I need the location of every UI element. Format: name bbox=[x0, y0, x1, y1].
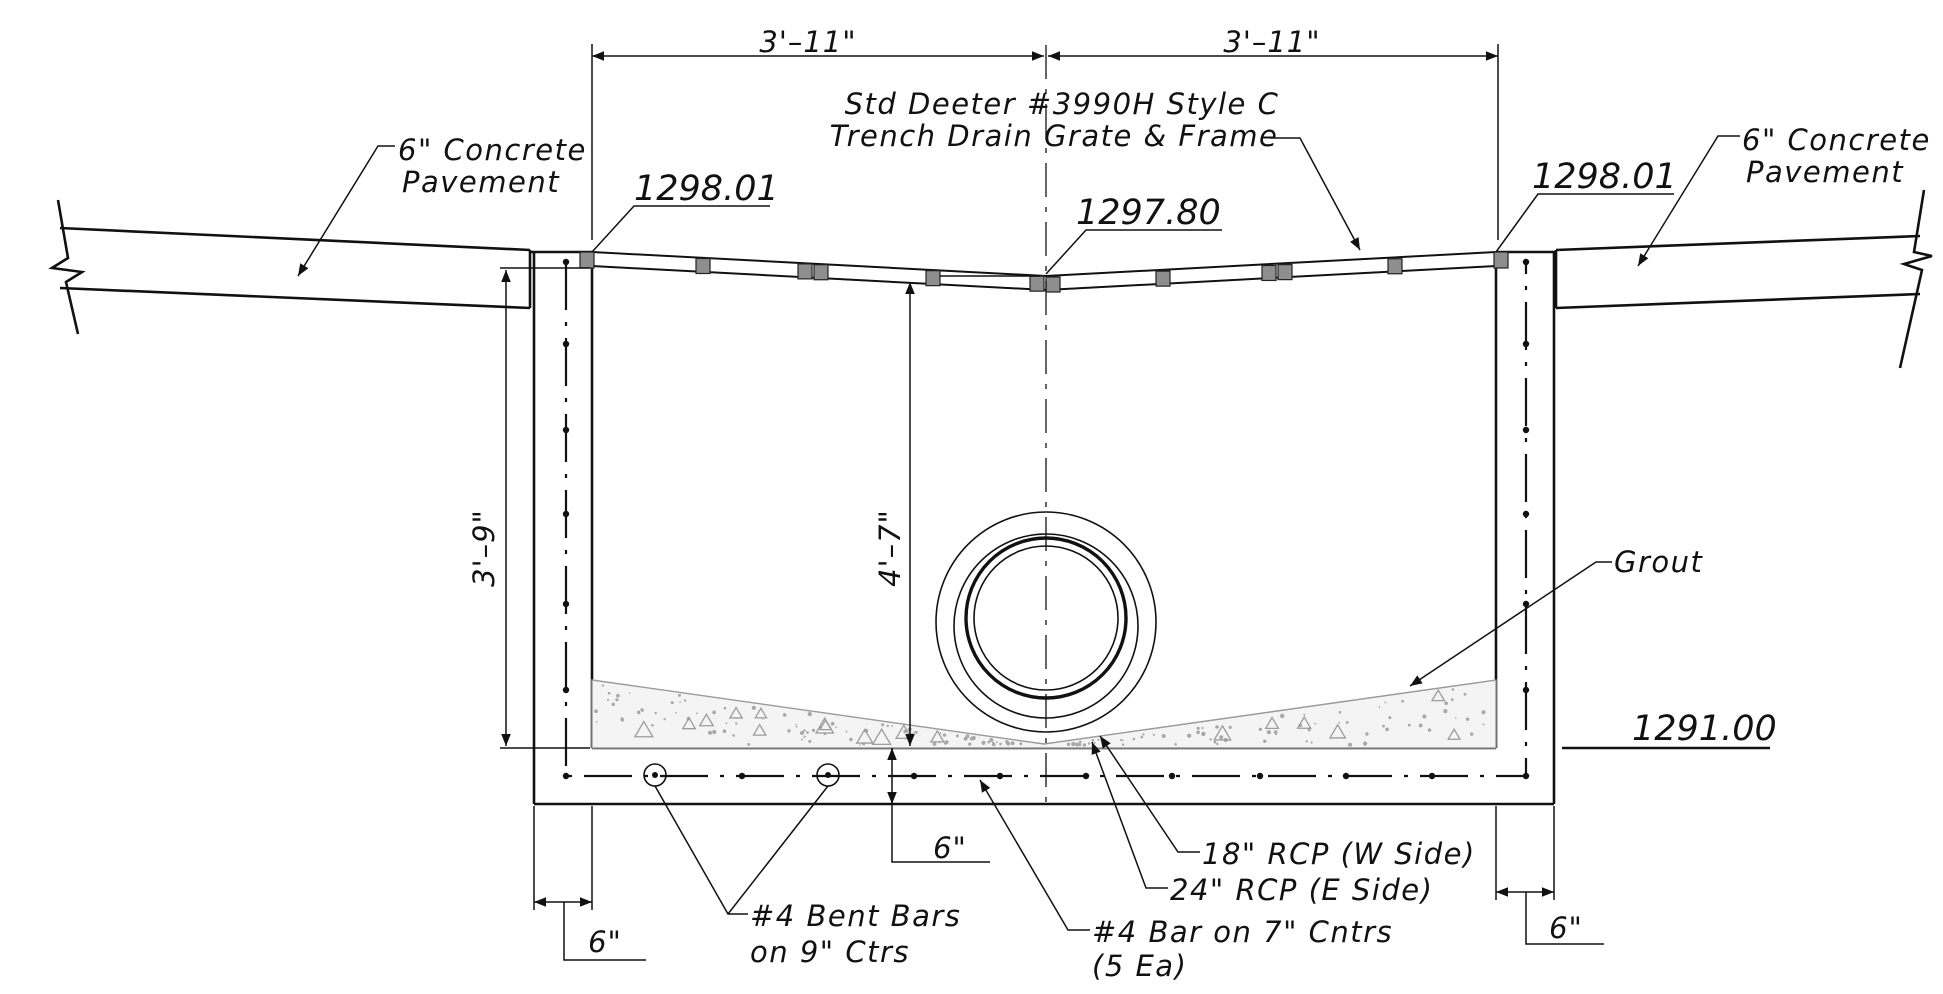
rebar-dot bbox=[562, 772, 570, 780]
pavement-right-line2: Pavement bbox=[1746, 155, 1904, 189]
rebar-dot bbox=[562, 686, 570, 694]
rebar-dot bbox=[1522, 340, 1530, 348]
elevation-bottom: 1291.00 bbox=[1632, 709, 1777, 749]
rebar-dot bbox=[562, 600, 570, 608]
rebar-dot bbox=[1522, 510, 1530, 518]
rebar-dot bbox=[562, 510, 570, 518]
grate-block bbox=[695, 257, 711, 275]
bar-note-line2: (5 Ea) bbox=[1092, 949, 1187, 983]
rebar-dot bbox=[996, 772, 1004, 780]
dimension-top-left-label: 3'–11" bbox=[759, 25, 856, 59]
pavement-left-line2: Pavement bbox=[402, 165, 560, 199]
dimension-wall-right bbox=[1495, 806, 1604, 945]
leader-pavement-right bbox=[1637, 135, 1740, 267]
leader-elev-right bbox=[1495, 193, 1674, 253]
rebar-dot bbox=[1168, 772, 1176, 780]
dimension-wall-height bbox=[500, 267, 590, 749]
pavement-left-line1: 6" Concrete bbox=[398, 133, 587, 167]
grout-label: Grout bbox=[1614, 545, 1704, 579]
rebar-dot bbox=[1522, 600, 1530, 608]
leader-bar-7in bbox=[979, 779, 1090, 931]
dimension-wall-left bbox=[533, 806, 646, 961]
elevation-center: 1297.80 bbox=[1076, 193, 1221, 233]
leader-grout bbox=[1409, 561, 1612, 687]
break-line-right bbox=[1898, 189, 1933, 369]
rebar-dot bbox=[1256, 772, 1264, 780]
grout-bed bbox=[591, 679, 1497, 749]
bent-bars-line1: #4 Bent Bars bbox=[750, 899, 961, 933]
rebar-dot bbox=[562, 258, 570, 266]
grate-block bbox=[1045, 276, 1061, 293]
rebar-dot bbox=[1522, 258, 1530, 266]
rebar-dot bbox=[738, 772, 746, 780]
rebar-dot bbox=[1522, 772, 1530, 780]
grate-block bbox=[1277, 264, 1293, 281]
grate-block bbox=[797, 263, 813, 280]
grate-block bbox=[813, 264, 829, 281]
grate-note-line1: Std Deeter #3990H Style C bbox=[845, 87, 1280, 121]
rebar-dot bbox=[562, 340, 570, 348]
rebar-dot bbox=[910, 772, 918, 780]
rebar-dot bbox=[1342, 772, 1350, 780]
break-line-left bbox=[48, 199, 86, 335]
grate-note-line2: Trench Drain Grate & Frame bbox=[830, 119, 1279, 153]
grate-block bbox=[925, 270, 941, 287]
leader-pavement-left bbox=[297, 145, 395, 277]
rebar-dot bbox=[1428, 772, 1436, 780]
leader-elev-left bbox=[591, 205, 770, 253]
grate-block bbox=[1261, 264, 1277, 282]
dimension-top-right-label: 3'–11" bbox=[1223, 25, 1320, 59]
pavement-right-line1: 6" Concrete bbox=[1742, 123, 1931, 157]
dimension-wall-right-label: 6" bbox=[1549, 911, 1583, 945]
dimension-slab bbox=[887, 748, 990, 863]
elevation-left: 1298.01 bbox=[634, 169, 779, 209]
grate-block bbox=[1155, 270, 1171, 287]
leader-grate bbox=[1270, 137, 1361, 251]
pavement-right bbox=[1554, 189, 1933, 369]
leader-pipe-e bbox=[1091, 741, 1168, 889]
dimension-slab-label: 6" bbox=[933, 831, 967, 865]
rebar-dot bbox=[1522, 686, 1530, 694]
pipe-24-outer bbox=[935, 511, 1157, 733]
leader-pipe-w bbox=[1099, 735, 1200, 853]
pipe-e-label: 24" RCP (E Side) bbox=[1170, 873, 1433, 907]
grate-frame bbox=[579, 251, 1509, 293]
grate-block bbox=[1029, 275, 1045, 292]
rebar-dot bbox=[562, 426, 570, 434]
dimension-top bbox=[591, 44, 1499, 240]
rebar-dot bbox=[1082, 772, 1090, 780]
bent-bars-line2: on 9" Ctrs bbox=[750, 935, 910, 969]
dimension-wall-height-label: 3'–9" bbox=[467, 509, 501, 587]
rebar-dot bbox=[1522, 426, 1530, 434]
pavement-left bbox=[48, 199, 532, 335]
leader-elev-center bbox=[1045, 229, 1222, 275]
bar-note-line1: #4 Bar on 7" Cntrs bbox=[1092, 915, 1393, 949]
pipe-w-label: 18" RCP (W Side) bbox=[1202, 837, 1476, 871]
dimension-depth-label: 4'–7" bbox=[873, 509, 907, 587]
elevation-right: 1298.01 bbox=[1532, 157, 1677, 197]
dimension-wall-left-label: 6" bbox=[588, 925, 622, 959]
dimension-depth bbox=[905, 275, 1040, 746]
grate-block bbox=[1387, 258, 1403, 275]
